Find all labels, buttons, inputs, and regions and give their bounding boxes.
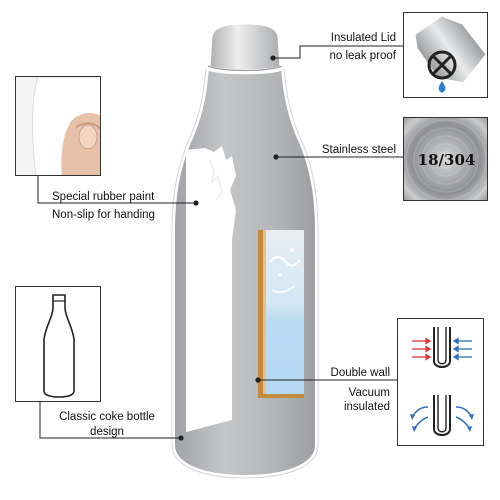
lid-no-leak-icon [415, 16, 486, 93]
double-wall-inset [397, 318, 484, 446]
steel-inset: 18/304 [403, 117, 488, 201]
steel-grade-badge: 18/304 [417, 151, 476, 169]
paint-label-line1: Special rubber paint [52, 191, 155, 203]
lid-label-line1: Insulated Lid [330, 32, 396, 44]
shape-label-line2: design [90, 426, 124, 438]
paint-label-line2: Non-slip for handing [52, 209, 155, 221]
wall-label-line2: Vacuum [348, 387, 390, 399]
wall-label-line1: Double wall [330, 367, 390, 379]
lid-inset [403, 12, 488, 98]
bottle-outline-icon [43, 294, 75, 398]
shape-label-line1: Classic coke bottle [59, 411, 155, 423]
double-wall-vacuum-icon [410, 327, 474, 436]
lid-label-line2: no leak proof [329, 50, 397, 62]
rubber-paint-inset [15, 76, 101, 176]
steel-label: Stainless steel [321, 144, 396, 156]
finger-touch-photo [16, 77, 100, 175]
brushed-steel-swatch [404, 118, 487, 200]
bottle-cap [205, 19, 285, 75]
bottle-outline-inset [15, 286, 101, 402]
rubber-paint-section [186, 146, 236, 432]
wall-label-line3: insulated [343, 401, 390, 413]
